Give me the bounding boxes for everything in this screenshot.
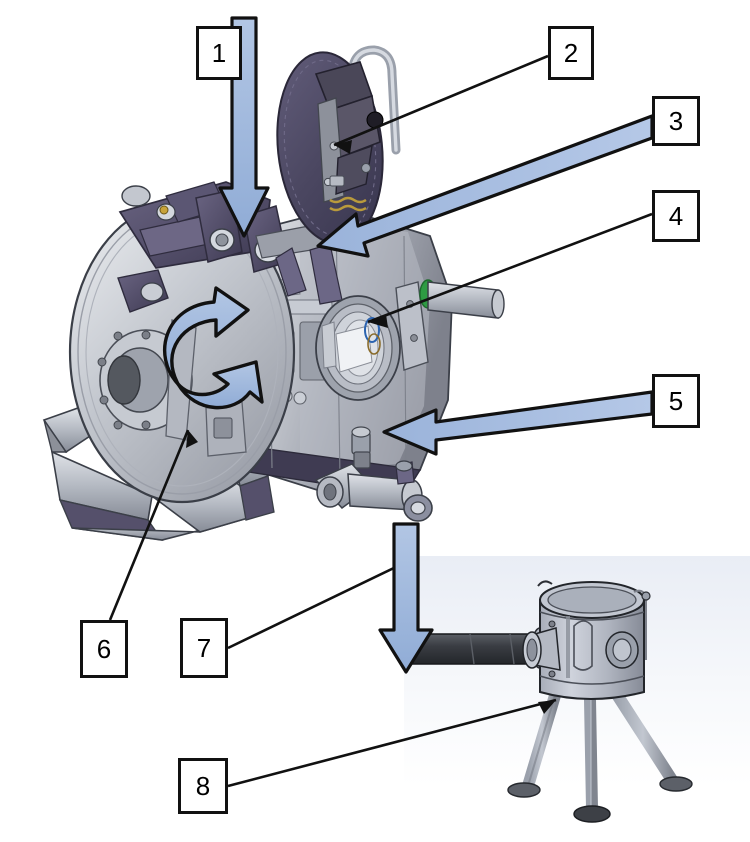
callout-box-6[interactable]: 6 (80, 620, 128, 678)
callout-arrow-3 (316, 114, 654, 258)
callout-leader-2 (333, 54, 549, 154)
callout-box-2[interactable]: 2 (548, 26, 594, 80)
callout-label-3: 3 (668, 106, 684, 136)
tripod-unit (403, 580, 693, 823)
callout-label-1: 1 (211, 38, 227, 68)
callout-box-1[interactable]: 1 (196, 26, 242, 80)
callout-leader-4 (367, 212, 653, 328)
discharge-opening-and-shaft (315, 279, 505, 401)
callout-arrow-5 (382, 390, 654, 456)
callout-label-7: 7 (196, 633, 212, 663)
vessel-front-head (68, 200, 296, 504)
callout-label-2: 2 (563, 38, 579, 68)
callout-label-4: 4 (668, 201, 684, 231)
callout-box-7[interactable]: 7 (180, 618, 228, 678)
callout-label-8: 8 (195, 771, 211, 801)
vessel-assembly (42, 45, 505, 541)
callout-arrow-7-transfer (378, 522, 434, 674)
valve-nozzle-cluster (314, 426, 433, 522)
callout-leader-8 (227, 698, 557, 788)
callout-label-6: 6 (96, 634, 112, 664)
callout-leader-6 (108, 429, 198, 621)
callout-label-5: 5 (668, 386, 684, 416)
callout-box-4[interactable]: 4 (652, 190, 700, 242)
callout-box-8[interactable]: 8 (178, 758, 228, 814)
callout-box-5[interactable]: 5 (652, 374, 700, 428)
rotation-arrow (162, 286, 264, 410)
callout-leader-7 (227, 562, 402, 650)
callout-box-3[interactable]: 3 (652, 96, 700, 146)
